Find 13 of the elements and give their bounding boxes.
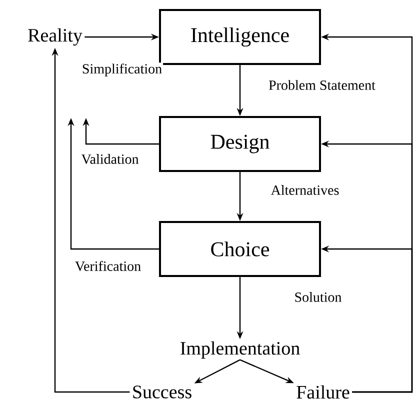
edge-label: Solution	[293, 291, 343, 303]
node-text: Reality	[28, 28, 82, 46]
edge-label: Problem Statement	[268, 79, 376, 91]
node-text: Success	[133, 386, 192, 398]
edge-label: Verification	[74, 260, 142, 272]
edge-label: Validation	[80, 153, 140, 165]
node-text: Failure	[296, 385, 350, 399]
node-text: Implementation	[180, 341, 300, 359]
process-box: Choice	[159, 221, 321, 277]
edge-label: Alternatives	[270, 184, 340, 196]
process-box: Design	[159, 116, 321, 172]
edge-label: Simplification	[80, 62, 164, 78]
process-box: Intelligence	[159, 9, 321, 65]
